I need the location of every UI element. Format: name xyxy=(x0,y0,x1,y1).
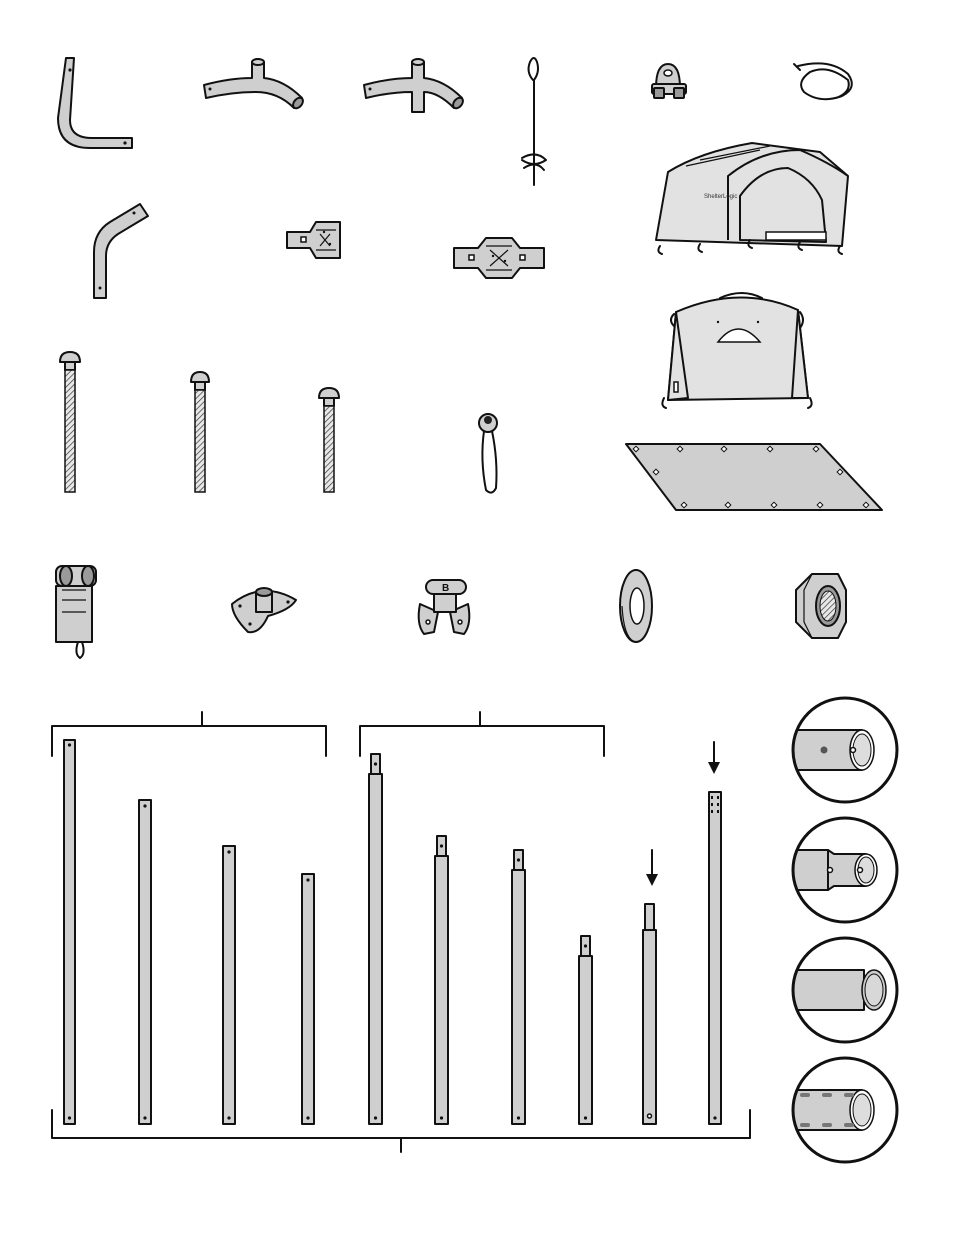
hole-end-detail xyxy=(790,698,897,802)
swaged-pipe xyxy=(435,836,448,1124)
long-carriage-bolt xyxy=(60,352,80,492)
ratchet-tensioner xyxy=(56,566,96,658)
multi-hole-pipe xyxy=(709,792,721,1124)
svg-text:B: B xyxy=(442,583,449,594)
cable xyxy=(794,63,852,99)
floor-tarp xyxy=(626,444,882,510)
swaged-pipes-bracket xyxy=(360,712,604,756)
center-tension-bracket xyxy=(454,238,544,278)
peak-elbow-pipe xyxy=(94,204,148,298)
washer xyxy=(620,570,652,642)
swaged-pipe xyxy=(643,904,656,1124)
corner-elbow-pipe xyxy=(58,58,132,148)
plain-pipes-bracket xyxy=(52,712,326,756)
end-tension-bracket xyxy=(287,222,340,258)
hex-nut xyxy=(796,574,846,638)
plain-pipe xyxy=(302,874,314,1124)
auger-anchor xyxy=(522,58,546,185)
ratchet-clip: B xyxy=(419,580,470,634)
ball-bungee xyxy=(479,414,497,493)
plain-end-detail xyxy=(790,938,897,1042)
plain-pipe xyxy=(64,740,75,1124)
down-arrow-icon xyxy=(708,742,720,774)
swaged-pipe xyxy=(512,850,525,1124)
foot-pad xyxy=(232,588,296,632)
plain-pipe xyxy=(139,800,151,1124)
main-cover: ShelterLogic xyxy=(656,143,848,254)
multi-hole-end-detail xyxy=(790,1058,897,1162)
down-arrow-icon xyxy=(646,850,658,886)
short-carriage-bolt xyxy=(319,388,339,492)
end-panel xyxy=(662,293,811,408)
center-cross-connector xyxy=(364,59,465,112)
swaged-end-detail xyxy=(790,818,897,922)
medium-carriage-bolt xyxy=(191,372,209,492)
side-t-connector xyxy=(204,59,305,110)
swaged-pipe xyxy=(369,754,382,1124)
plain-pipe xyxy=(223,846,235,1124)
cover-brand-logo: ShelterLogic xyxy=(704,194,737,200)
swaged-pipe xyxy=(579,936,592,1124)
cable-clamp xyxy=(652,64,686,98)
